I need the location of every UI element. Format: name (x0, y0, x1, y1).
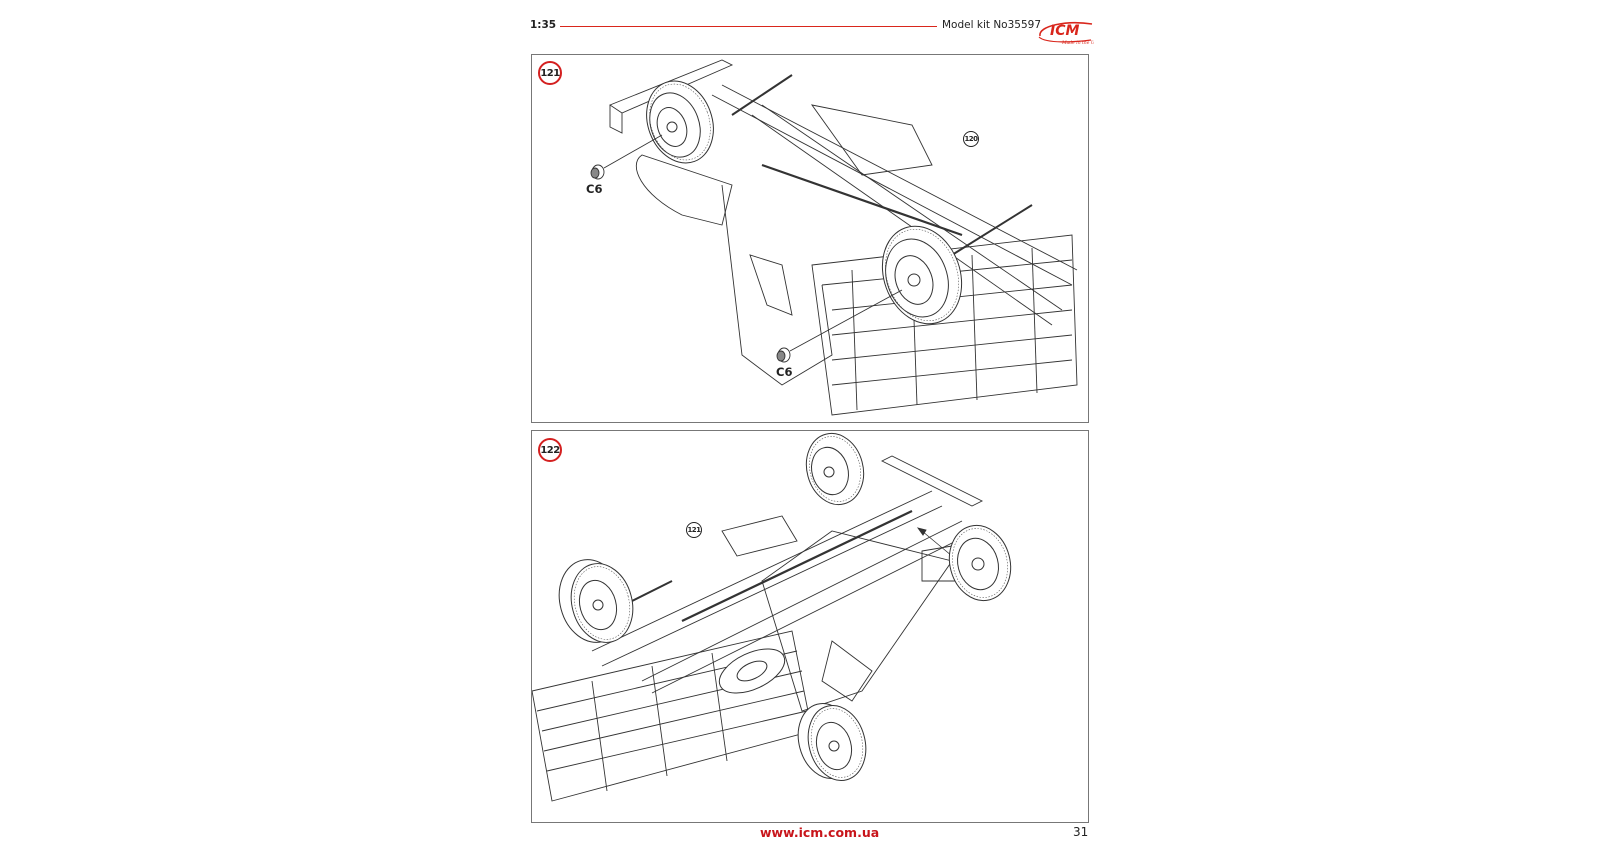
reference-step-badge: 121 (686, 522, 702, 538)
step-number-badge: 122 (538, 438, 562, 462)
part-label-c6: C6 (776, 365, 793, 379)
svg-text:Made in the Ukraine: Made in the Ukraine (1061, 40, 1094, 46)
page-number: 31 (1073, 825, 1089, 839)
svg-text:ICM: ICM (1050, 23, 1079, 39)
step-122-panel: 122 121 (531, 430, 1089, 823)
step-number-badge: 121 (538, 61, 562, 85)
scale-label: 1:35 (530, 19, 557, 31)
kit-number: Model kit No35597 (942, 19, 1041, 31)
website-link[interactable]: www.icm.com.ua (760, 825, 880, 840)
icm-logo: ICM Made in the Ukraine (1036, 18, 1110, 48)
header-rule (560, 26, 937, 27)
chassis-illustration-step-122 (532, 431, 1088, 822)
part-label-c6: C6 (586, 182, 603, 196)
reference-step-badge: 120 (963, 131, 979, 147)
chassis-illustration-step-121 (532, 55, 1088, 422)
step-121-panel: 121 120 C6 C6 (531, 54, 1089, 423)
